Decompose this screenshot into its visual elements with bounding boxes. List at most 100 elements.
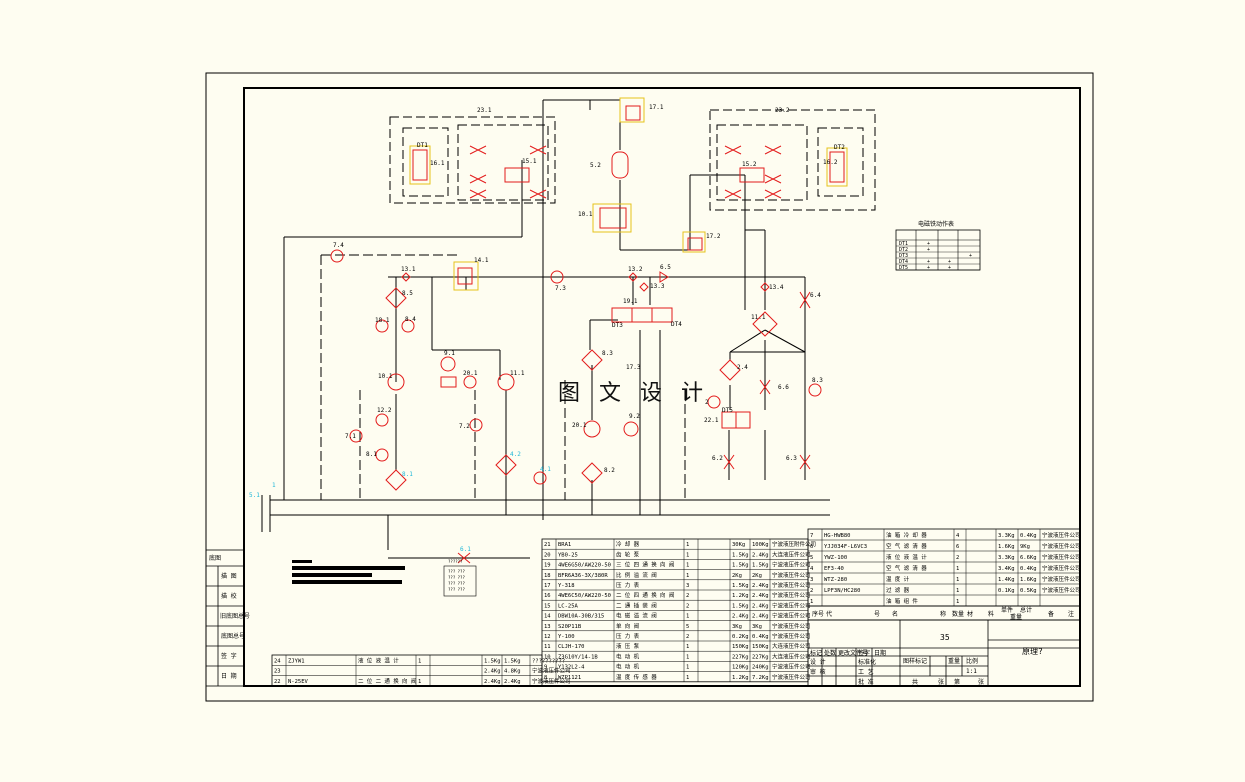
bom-cell: 1.2Kg bbox=[732, 593, 749, 599]
cartridge-15-1 bbox=[504, 167, 530, 183]
label-17-2: 17.2 bbox=[706, 233, 721, 240]
label-20-1b: 20.1 bbox=[572, 422, 587, 429]
left-strip bbox=[205, 549, 245, 687]
svg-text:名: 名 bbox=[892, 610, 898, 618]
gauge-18-1 bbox=[375, 319, 389, 333]
solenoid-mark: + bbox=[927, 241, 930, 247]
bom-cell: ZJYW1 bbox=[288, 658, 305, 664]
solenoid-mark: + bbox=[927, 247, 930, 253]
bom-cell: 1 bbox=[418, 679, 421, 685]
pilot-lines bbox=[320, 254, 686, 500]
components bbox=[330, 105, 845, 564]
label-6-4: 6.4 bbox=[810, 292, 821, 299]
bom-cell: Z3G10Y/14-1B bbox=[558, 654, 598, 660]
label-dt4: DT4 bbox=[671, 321, 682, 328]
label-12-2: 12.2 bbox=[377, 407, 392, 414]
bom-cell: 大连液压件公司 bbox=[772, 652, 811, 660]
bom-cell: 227Kg bbox=[752, 654, 769, 660]
label-dt1: DT1 bbox=[417, 142, 428, 149]
bom-cell: 14 bbox=[544, 614, 551, 620]
strip-4: 旧底图总号 bbox=[220, 612, 250, 620]
bom-cell: 油 箱 组 件 bbox=[886, 597, 918, 605]
bom-cell: 2.4Kg bbox=[484, 669, 501, 675]
svg-text:日期: 日期 bbox=[874, 649, 886, 657]
label-8-4: 8.4 bbox=[405, 316, 416, 323]
bom-cell: 22 bbox=[274, 679, 281, 685]
small-legend: ?????? ??? ??? ??? ??? ??? ??? ??? ??? bbox=[443, 559, 477, 597]
bom-cell: 1.4Kg bbox=[998, 577, 1015, 583]
bom-cell: 1 bbox=[686, 644, 689, 650]
bom-cell: 7.2Kg bbox=[752, 675, 769, 681]
pump-10-1 bbox=[387, 373, 405, 391]
label-7-1: 7.1 bbox=[345, 433, 356, 440]
bom-cell: 1.5Kg bbox=[732, 583, 749, 589]
title-block-text: 35 原理? 标记 处数 更改文件号 签字 日期 设 计 标准化 审 核 工 艺… bbox=[810, 633, 1043, 686]
bom-cell: 宁波液压件公司 bbox=[772, 622, 811, 630]
bom-cell: WZP1121 bbox=[558, 675, 581, 681]
watermark-bg bbox=[548, 372, 718, 412]
bom-cell: 1 bbox=[686, 573, 689, 579]
label-7-3: 7.3 bbox=[555, 285, 566, 292]
svg-text:图样标记: 图样标记 bbox=[903, 657, 927, 665]
bom-cell: 4 bbox=[956, 533, 960, 539]
bom-cell: 宁波液压件公司 bbox=[1042, 542, 1081, 550]
bom-cell: 二 位 二 通 换 向 阀 bbox=[358, 677, 416, 685]
bom-cell: Y-318 bbox=[558, 583, 575, 589]
bom-cell: 1 bbox=[418, 658, 421, 664]
bom-cell: 13 bbox=[544, 624, 551, 630]
label-15-1: 15.1 bbox=[522, 158, 537, 165]
label-2: 2 bbox=[705, 399, 709, 406]
bom-cell: 宁波液压附件公司 bbox=[772, 540, 816, 548]
bom-cell: 0.4Kg bbox=[1020, 533, 1037, 539]
bom-cell: 2.4Kg bbox=[504, 679, 521, 685]
label-8-3: 8.3 bbox=[812, 377, 823, 384]
bom-cell: 20 bbox=[544, 552, 551, 558]
label-17-1: 17.1 bbox=[649, 104, 664, 111]
bom-cell: 2.4Kg bbox=[752, 593, 769, 599]
svg-text:共: 共 bbox=[912, 678, 918, 686]
check-13-4 bbox=[760, 282, 770, 292]
check-13-1 bbox=[401, 272, 411, 282]
label-8-1a: 8.1 bbox=[366, 451, 377, 458]
bom-cell: 2 bbox=[686, 634, 689, 640]
bom-cell: 23 bbox=[274, 669, 281, 675]
bom-cell: 1 bbox=[956, 599, 959, 605]
bom-cell: 1 bbox=[686, 563, 689, 569]
bom-cell: 4WE6C50/AW220-50 bbox=[558, 593, 611, 599]
bom-cell: 1.5Kg bbox=[504, 658, 521, 664]
bom-cell: BFR6A36-3X/380R bbox=[558, 573, 608, 579]
inner-frame bbox=[243, 87, 1081, 687]
bom-cell: 宁波液压件公司 bbox=[772, 571, 811, 579]
svg-text:序号: 序号 bbox=[812, 610, 824, 618]
component-labels: 23.1 23.2 DT1 DT2 16.1 16.2 15.1 15.2 17… bbox=[333, 104, 845, 474]
bom-cell: 2 bbox=[810, 588, 813, 594]
label-21-1: 11.1 bbox=[751, 314, 766, 321]
coupling bbox=[440, 376, 457, 388]
bom-cell: 4.8Kg bbox=[504, 669, 521, 675]
label-13-4: 13.4 bbox=[769, 284, 784, 291]
bom-cell: 2.4Kg bbox=[752, 583, 769, 589]
bom-header: 序号 代 号 名 称 数量 材 料 单件 总计 重量 备 注 bbox=[807, 605, 1081, 621]
svg-text:??????: ?????? bbox=[448, 559, 463, 564]
bom-cell: 2Kg bbox=[752, 573, 762, 579]
check-6-5 bbox=[659, 271, 669, 283]
bom-cell: 油 箱 冷 却 器 bbox=[886, 531, 927, 539]
label-dt5: DT5 bbox=[722, 407, 733, 414]
bom-cell: Y-100 bbox=[558, 634, 575, 640]
bom-cell: 比 例 溢 流 阀 bbox=[616, 571, 657, 579]
bom-cell: 4WE6G50/AW220-50 bbox=[558, 563, 611, 569]
bom-cell: 宁波液压件公司 bbox=[532, 667, 571, 675]
bom-cell: 二 通 插 装 阀 bbox=[616, 601, 657, 609]
svg-text:签字: 签字 bbox=[858, 649, 870, 657]
bom-cell: 1.5Kg bbox=[752, 563, 769, 569]
bom-cell: 150Kg bbox=[732, 644, 749, 650]
bom-cell: 宁波液压件公司 bbox=[772, 632, 811, 640]
bom-cell: 120Kg bbox=[732, 665, 749, 671]
bom-cell: 温 度 传 感 器 bbox=[616, 673, 657, 681]
label-13-3: 13.3 bbox=[650, 283, 665, 290]
bom-cell: 压 力 表 bbox=[616, 581, 640, 589]
svg-text:标记: 标记 bbox=[810, 649, 822, 657]
bom-cell: 10 bbox=[544, 654, 551, 660]
bom-cell: 3Kg bbox=[732, 624, 742, 630]
